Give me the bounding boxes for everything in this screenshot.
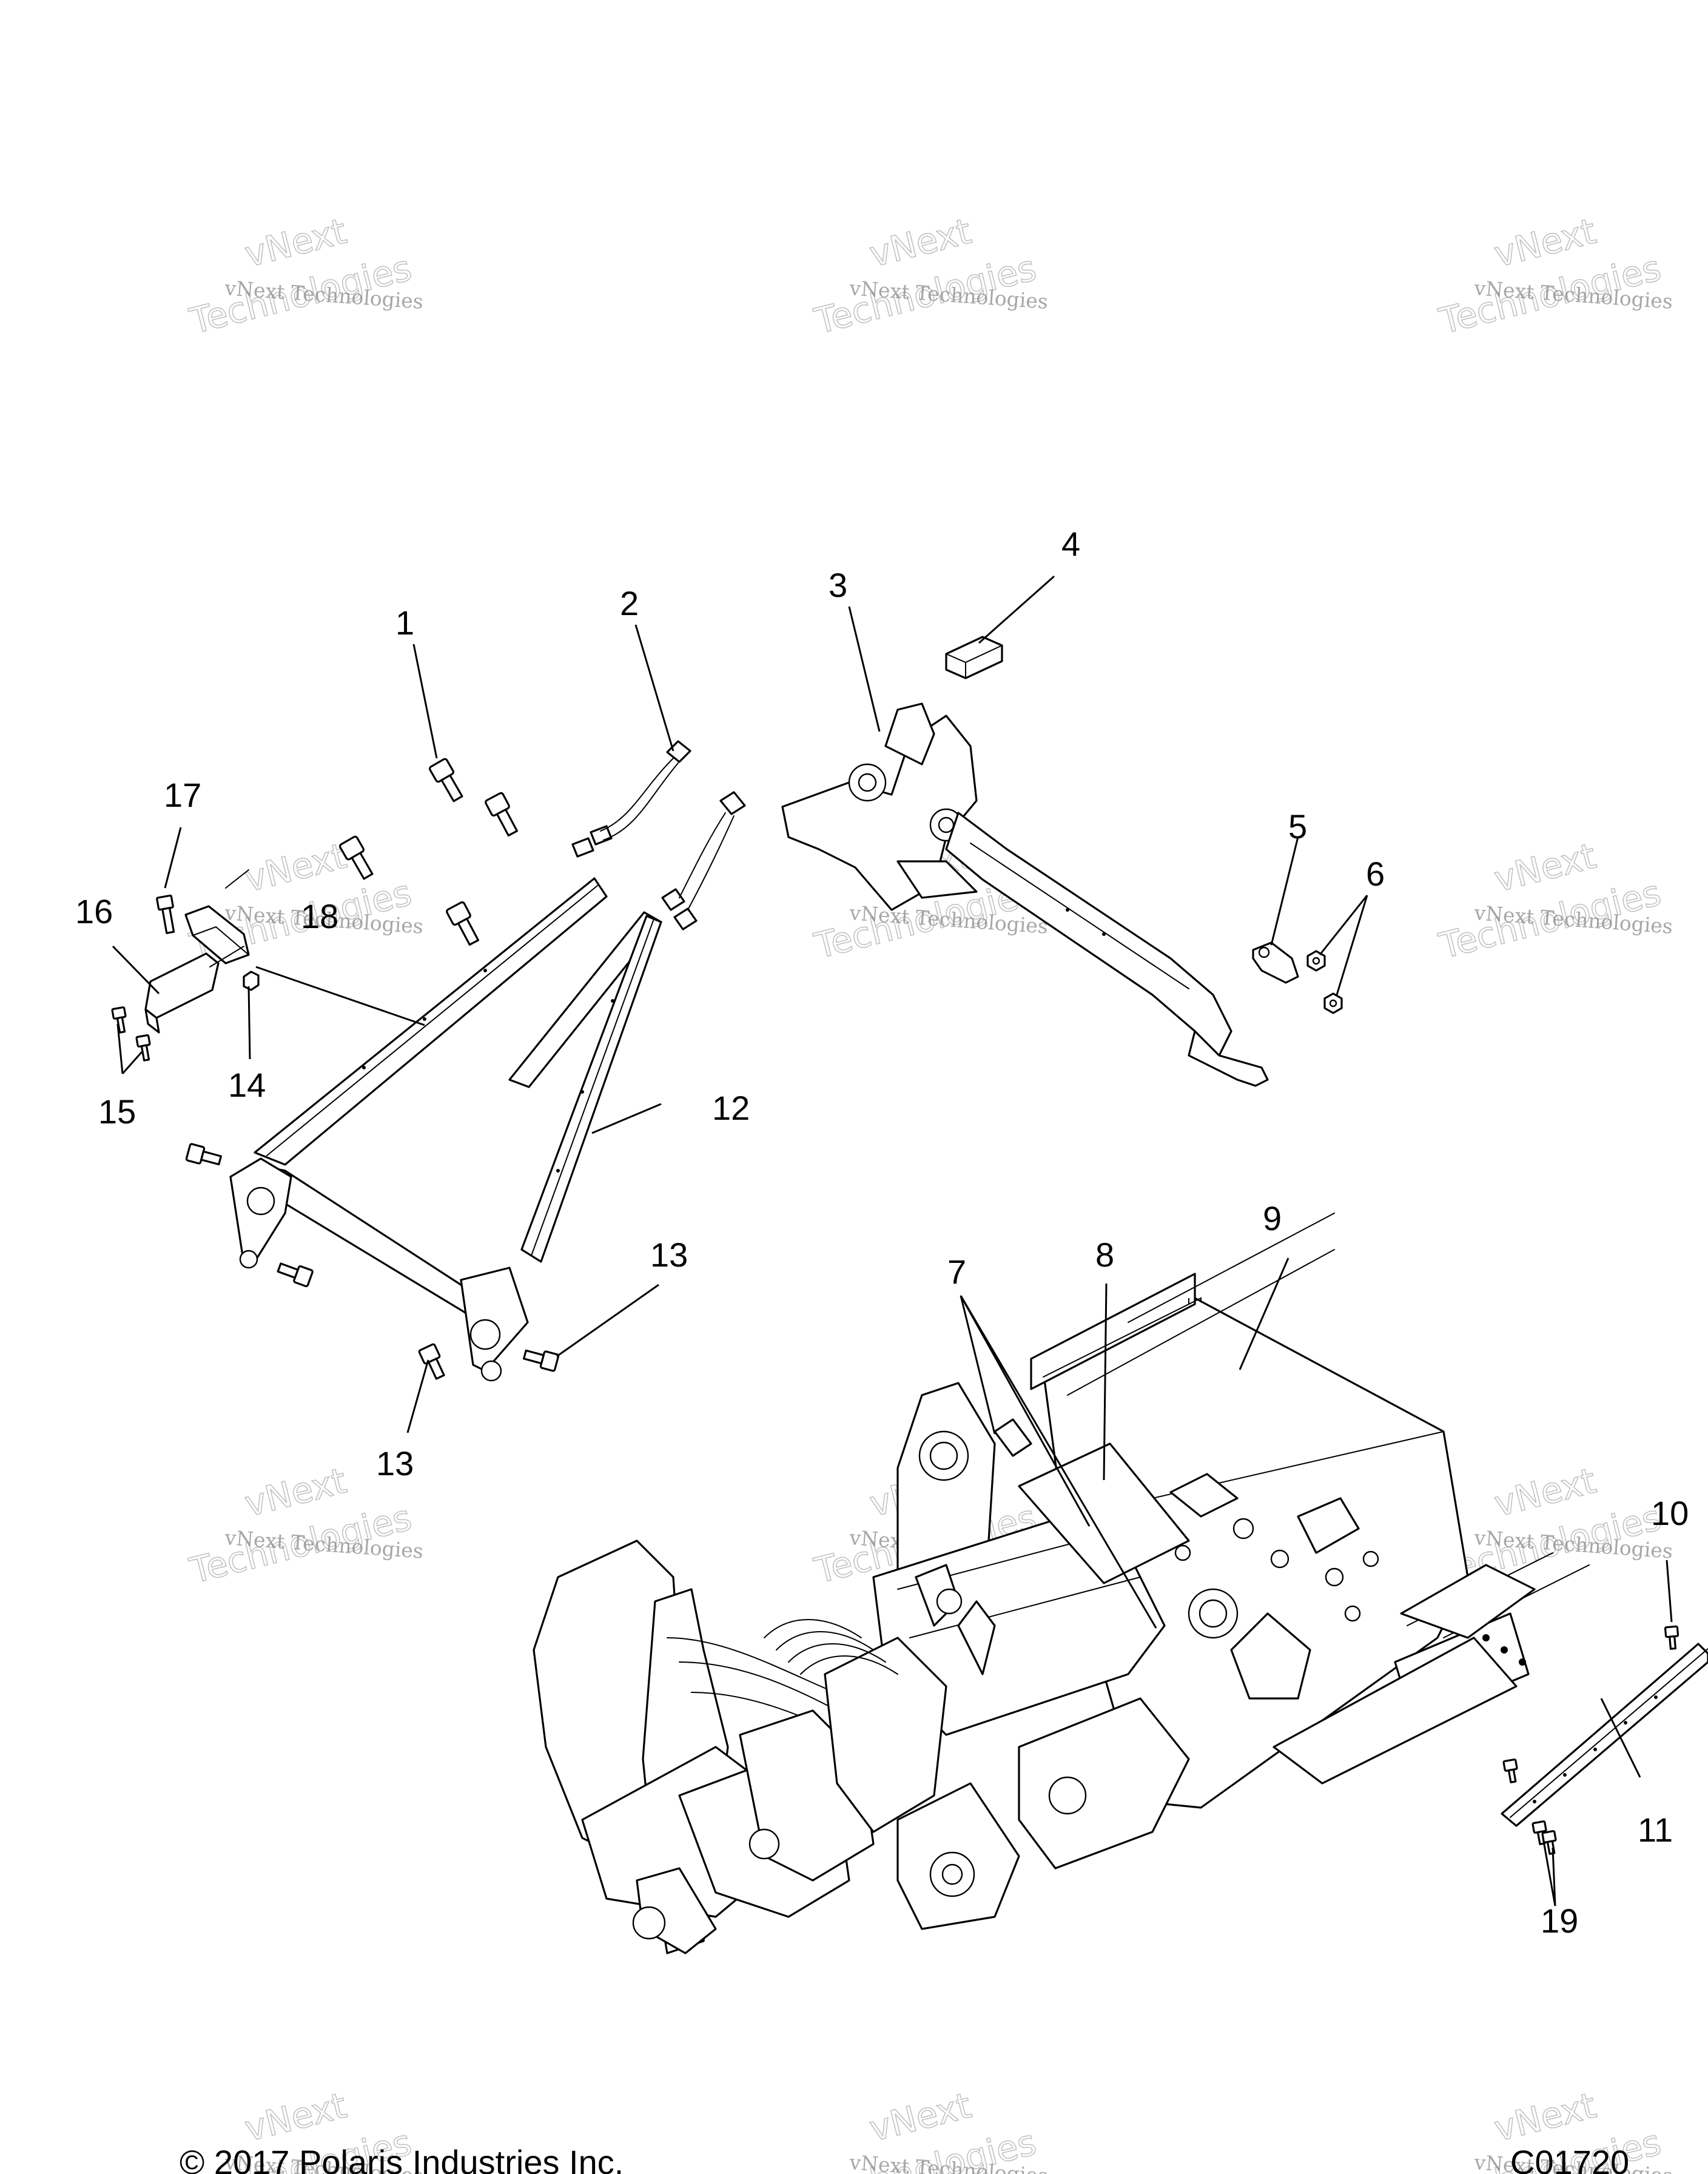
- leader-lines: [112, 575, 1673, 1906]
- callout-14: 14: [228, 1066, 266, 1104]
- callout-4: 4: [1061, 525, 1080, 563]
- callout-8: 8: [1095, 1236, 1114, 1274]
- part-7-decals: [994, 1418, 1032, 1457]
- callout-10: 10: [1651, 1494, 1689, 1532]
- part-8-decal: [1018, 1442, 1190, 1584]
- callout-5: 5: [1288, 807, 1307, 846]
- callout-13-a: 13: [650, 1236, 688, 1274]
- part-3-steering-post: [781, 702, 1269, 1087]
- part-15-screws: [111, 1006, 151, 1062]
- callout-labels: 1 2 3 4 5 6 7 8 9 10 11 12 13 13 14 15 1…: [75, 525, 1689, 1940]
- callout-15: 15: [98, 1092, 136, 1131]
- callout-16: 16: [75, 892, 113, 931]
- figure-code: C01720: [1510, 2143, 1629, 2174]
- part-19-rivets: [1502, 1758, 1557, 1855]
- part-17-bolt: [156, 894, 175, 934]
- callout-12: 12: [712, 1089, 750, 1127]
- callout-9: 9: [1263, 1199, 1282, 1237]
- callout-7: 7: [947, 1253, 966, 1291]
- part-16-bracket: [144, 952, 220, 1034]
- callout-6: 6: [1366, 855, 1385, 893]
- part-14-nut: [243, 971, 260, 991]
- part-2-cable: [571, 740, 746, 931]
- callout-13-b: 13: [376, 1444, 414, 1482]
- callout-17: 17: [164, 776, 201, 814]
- part-9-chassis: [533, 1213, 1590, 1954]
- part-6-nuts: [1306, 950, 1343, 1014]
- callout-1: 1: [395, 604, 414, 642]
- part-10-screw: [1664, 1625, 1679, 1650]
- part-4-pad: [945, 636, 1003, 679]
- part-12-frame: [185, 877, 662, 1382]
- part-11-rail: [1501, 1643, 1708, 1827]
- part-13-bolts: [418, 1343, 560, 1380]
- callout-19: 19: [1541, 1902, 1578, 1940]
- callout-11: 11: [1638, 1811, 1673, 1849]
- part-18-bracket: [184, 869, 250, 968]
- callout-18: 18: [301, 897, 338, 935]
- callout-2: 2: [620, 584, 639, 622]
- part-1-bolts: [339, 758, 519, 946]
- part-5-clip: [1252, 941, 1299, 984]
- copyright-text: © 2017 Polaris Industries Inc.: [180, 2143, 624, 2174]
- callout-3: 3: [829, 566, 847, 604]
